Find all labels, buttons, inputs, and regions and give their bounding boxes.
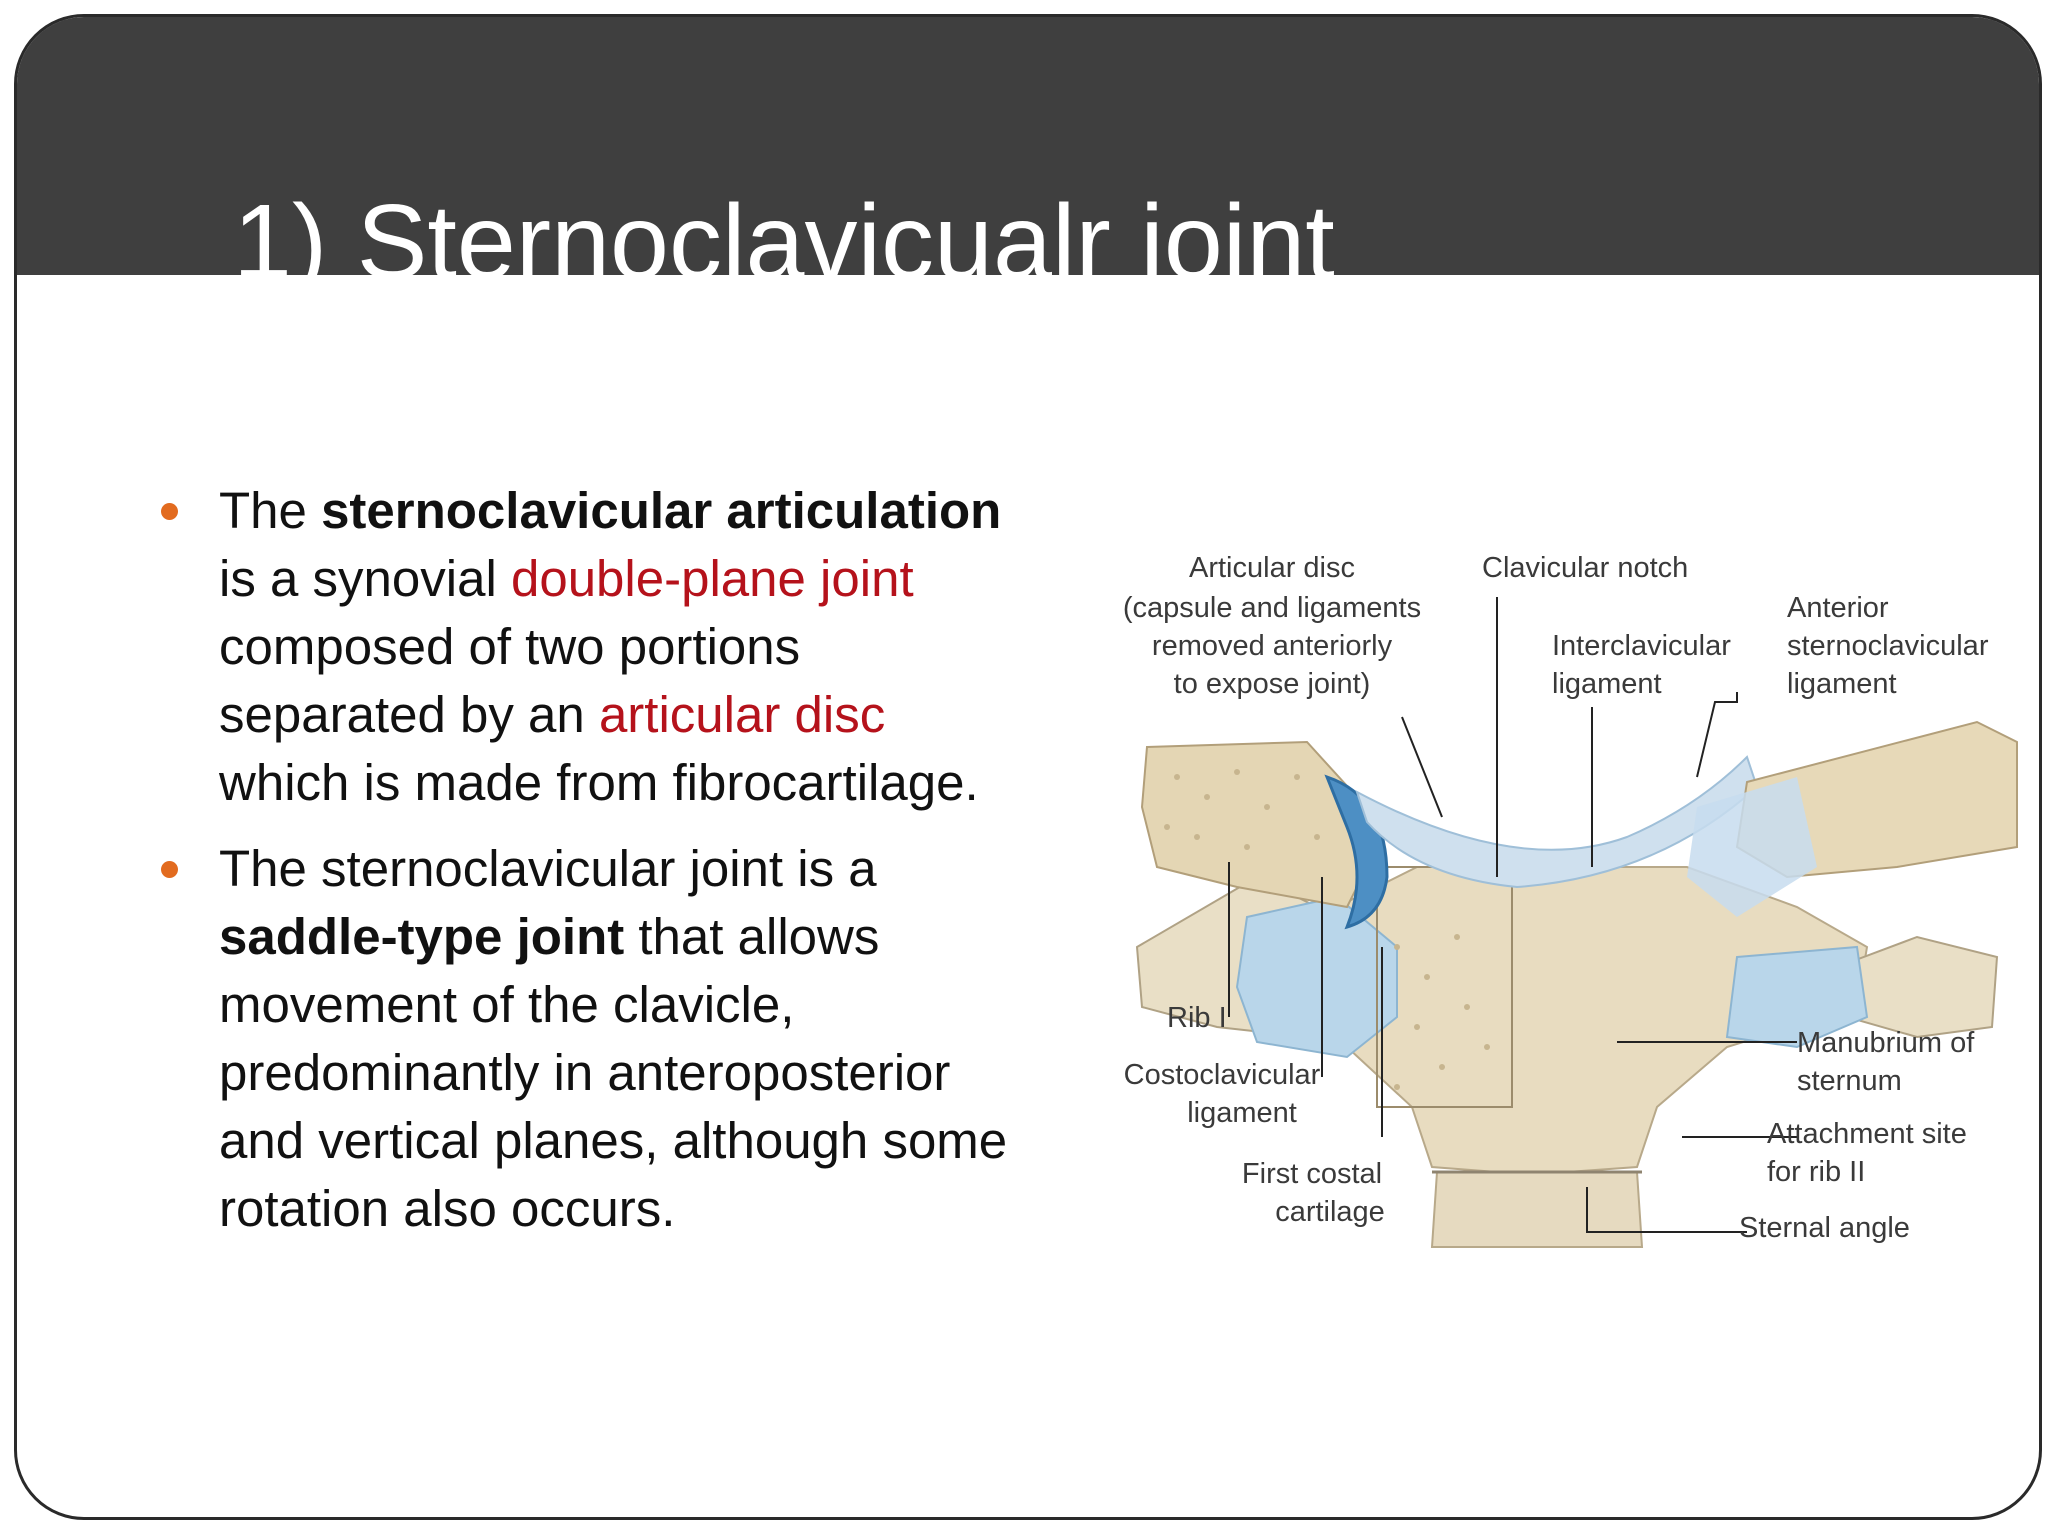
label-anterior-ligament: Anterior (1787, 592, 1889, 624)
label-articular-disc: Articular disc (1189, 552, 1355, 584)
bold-term: saddle-type joint (219, 908, 625, 965)
label-first-costal: First costal (1242, 1158, 1382, 1190)
highlight-term: articular disc (598, 686, 886, 743)
label-sternal-angle: Sternal angle (1739, 1212, 1910, 1244)
label-costoclavicular: Costoclavicular (1124, 1059, 1321, 1091)
bullet-dot-icon (161, 861, 178, 878)
label-anterior-ligament: sternoclavicular (1787, 630, 1989, 662)
label-articular-disc: (capsule and ligaments (1123, 592, 1421, 624)
label-anterior-ligament: ligament (1787, 668, 1897, 700)
bullet-item: The sternoclavicular articulation is a s… (157, 477, 1017, 817)
title-bar (17, 17, 2039, 275)
text-run: The (219, 482, 322, 539)
text-run: composed of two portions separated by an (219, 618, 801, 743)
label-manubrium: Manubrium of (1797, 1027, 1975, 1059)
anterior-ligament-shape (1687, 777, 1817, 917)
sternum-body-shape (1430, 1171, 1644, 1248)
bullet-text: The sternoclavicular articulation is a s… (219, 482, 1001, 811)
clavicle-left-shape (1140, 740, 1369, 909)
text-run: The sternoclavicular joint is a (219, 840, 877, 897)
bullet-item: The sternoclavicular joint is a saddle-t… (157, 835, 1017, 1243)
text-run: which is made from fibrocartilage. (219, 754, 979, 811)
label-costoclavicular: ligament (1187, 1097, 1297, 1129)
title-bar-edge (17, 275, 2039, 335)
label-first-costal: cartilage (1275, 1196, 1385, 1228)
sternoclavicular-joint-diagram: Articular disc (capsule and ligaments re… (1123, 552, 2018, 1248)
label-clavicular-notch: Clavicular notch (1482, 552, 1688, 584)
text-run: is a synovial (219, 550, 511, 607)
label-rib: Rib I (1167, 1002, 1227, 1034)
bullet-text: The sternoclavicular joint is a saddle-t… (219, 840, 1007, 1237)
label-attachment-site: for rib II (1767, 1156, 1865, 1188)
slide: 1) Sternoclavicualr joint The sternoclav… (14, 14, 2042, 1520)
highlight-term: double-plane joint (510, 550, 914, 607)
costal-cartilage-right (1725, 945, 1869, 1049)
bullet-dot-icon (161, 503, 178, 520)
bold-term: sternoclavicular articulation (321, 482, 1002, 539)
label-attachment-site: Attachment site (1767, 1118, 1967, 1150)
label-manubrium: sternum (1797, 1065, 1902, 1097)
leader-lines (1228, 597, 1797, 1233)
bone-texture (1164, 769, 1490, 1090)
label-articular-disc: removed anteriorly (1152, 630, 1393, 662)
label-articular-disc: to expose joint) (1174, 668, 1371, 700)
label-interclavicular: ligament (1552, 668, 1662, 700)
text-run: that allows movement of the clavicle, pr… (219, 908, 1008, 1237)
label-interclavicular: Interclavicular (1552, 630, 1731, 662)
bullet-list: The sternoclavicular articulation is a s… (157, 477, 1017, 1261)
